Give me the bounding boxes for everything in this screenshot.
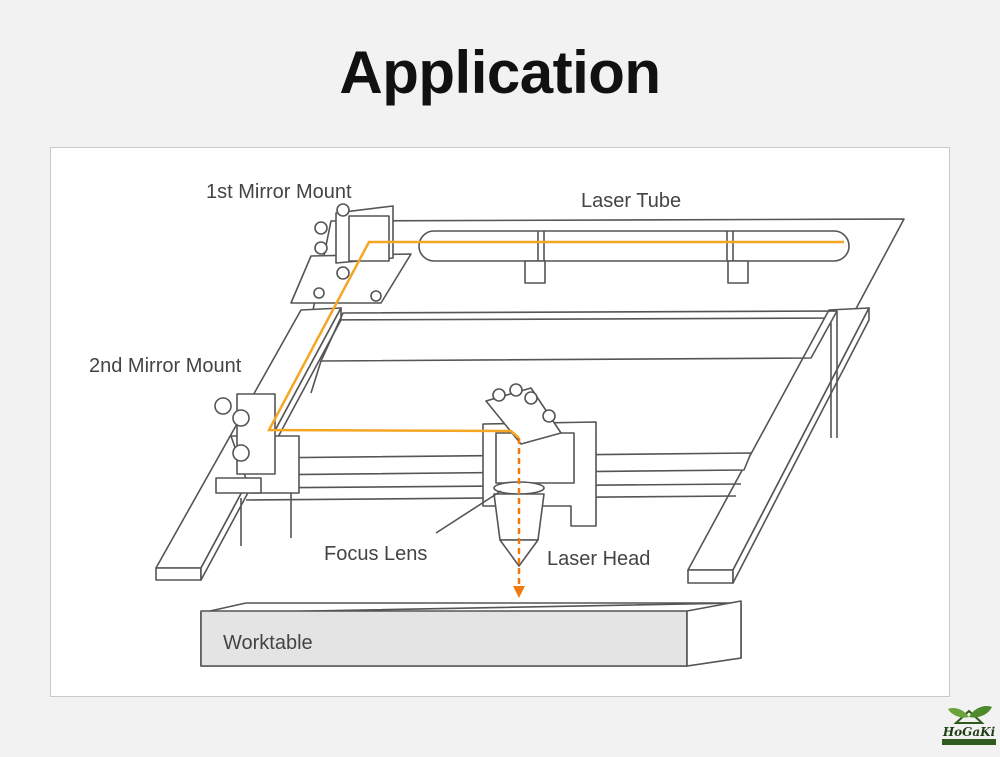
label-laser-tube: Laser Tube [581, 190, 681, 212]
label-focus-lens: Focus Lens [324, 543, 427, 565]
right-rail [687, 307, 870, 571]
laser-head [482, 383, 597, 567]
brand-logo: HoGaKi [940, 703, 998, 747]
beam-arrowhead [513, 586, 525, 598]
label-laser-head: Laser Head [547, 548, 650, 570]
laser-beam-path [266, 240, 844, 598]
beam-tube-to-mirror1 [266, 240, 844, 439]
label-1st-mirror-mount: 1st Mirror Mount [206, 181, 352, 203]
laser-machine-diagram: 1st Mirror Mount Laser Tube 2nd Mirror M… [89, 181, 905, 667]
second-mirror-mount [214, 393, 300, 494]
leaf-house-logo-icon [948, 706, 992, 724]
inner-frame [320, 310, 838, 362]
worktable-face [200, 610, 688, 667]
diagram-panel: 1st Mirror Mount Laser Tube 2nd Mirror M… [50, 147, 950, 697]
label-2nd-mirror-mount: 2nd Mirror Mount [89, 355, 242, 377]
logo-text: HoGaKi [942, 725, 996, 739]
focus-lens-leader [435, 490, 502, 534]
logo-tagline-bar [942, 739, 996, 745]
laser-tube [418, 230, 850, 284]
page-title: Application [339, 39, 661, 106]
label-worktable: Worktable [223, 632, 313, 654]
